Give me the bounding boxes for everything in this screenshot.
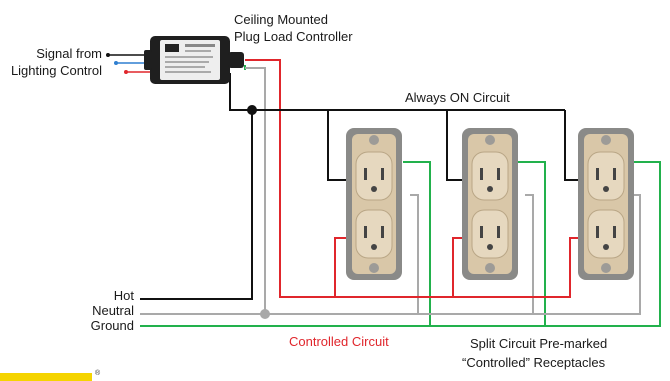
ground-label: Ground <box>90 318 134 333</box>
split-circuit-label-line2: “Controlled” Receptacles <box>462 355 606 370</box>
controller-label-line2: Plug Load Controller <box>234 29 353 44</box>
brand-bar <box>0 373 92 381</box>
neutral-label: Neutral <box>92 303 134 318</box>
hot-wire <box>140 73 583 300</box>
signal-label-line2: Lighting Control <box>10 63 102 78</box>
plug-load-controller <box>144 36 244 84</box>
hot-junction-dot <box>247 105 257 115</box>
neutral-junction-dot <box>260 309 270 319</box>
receptacle-1 <box>346 128 402 280</box>
signal-label-line1: Signal from <box>36 46 102 61</box>
split-circuit-label-line1: Split Circuit Pre-marked <box>470 336 608 351</box>
hot-label: Hot <box>113 288 134 303</box>
always-on-label: Always ON Circuit <box>405 90 510 105</box>
controlled-circuit-label: Controlled Circuit <box>289 334 389 349</box>
receptacle-2 <box>462 128 518 280</box>
registered-mark: ® <box>95 370 101 377</box>
receptacle-3 <box>578 128 634 280</box>
controller-label-line1: Ceiling Mounted <box>234 12 328 27</box>
